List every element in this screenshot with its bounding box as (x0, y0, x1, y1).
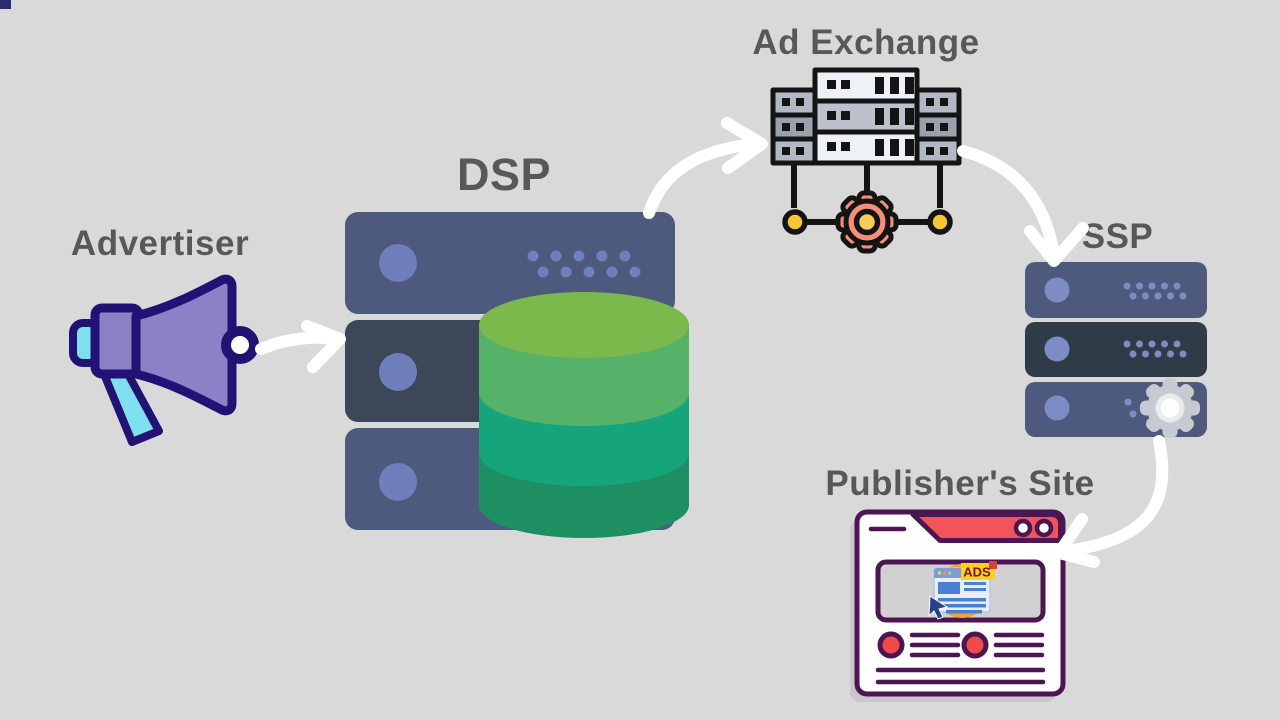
ads-badge (961, 563, 995, 580)
ssp-server-bar-1 (1025, 262, 1207, 318)
dsp-server-bar-1 (345, 212, 675, 314)
advertiser-label: Advertiser (70, 224, 250, 263)
megaphone-mouth (221, 326, 259, 364)
ssp-node (1025, 258, 1225, 458)
article-rows (875, 631, 1046, 685)
megaphone-icon (69, 274, 259, 446)
ad-exchange-label: Ad Exchange (752, 23, 980, 62)
dsp-database (479, 290, 691, 542)
ssp-server-icon (1025, 262, 1207, 438)
publisher-site-label: Publisher's Site (825, 464, 1095, 503)
corner-artifact (0, 0, 11, 9)
advertiser-node (64, 272, 264, 452)
ssp-label: SSP (1081, 217, 1154, 256)
ssp-server-leds (1044, 277, 1187, 421)
exchange-connectors (791, 163, 943, 225)
cursor-icon (928, 595, 949, 620)
ad-exchange-icon (770, 67, 962, 254)
exchange-rack-details (782, 77, 948, 156)
dsp-server-leds (379, 244, 641, 501)
dsp-label: DSP (456, 149, 552, 200)
publisher-browser-icon: ADS (850, 509, 1066, 702)
ads-badge-text: ADS (963, 565, 991, 580)
exchange-gear-icon (835, 190, 899, 254)
browser-button-1 (1013, 518, 1033, 538)
database-icon (479, 292, 689, 538)
exchange-node-left (782, 209, 808, 235)
exchange-rack-left (770, 87, 818, 166)
exchange-rack-right (914, 87, 962, 166)
ad-exchange-node (770, 66, 965, 266)
ssp-gear-icon (1140, 378, 1200, 438)
browser-button-2 (1034, 518, 1054, 538)
megaphone-horn (131, 274, 237, 416)
arrow-advertiser-to-dsp (255, 320, 346, 373)
arrow-dsp-to-ad-exchange (643, 117, 768, 219)
publisher-site-node: ADS (846, 506, 1076, 706)
ssp-server-bar-2 (1025, 322, 1207, 377)
exchange-node-right (927, 209, 953, 235)
ads-page-content (938, 582, 986, 614)
megaphone-handle (100, 370, 163, 446)
ads-graphic: ADS (928, 561, 997, 620)
database-bands (479, 292, 689, 538)
